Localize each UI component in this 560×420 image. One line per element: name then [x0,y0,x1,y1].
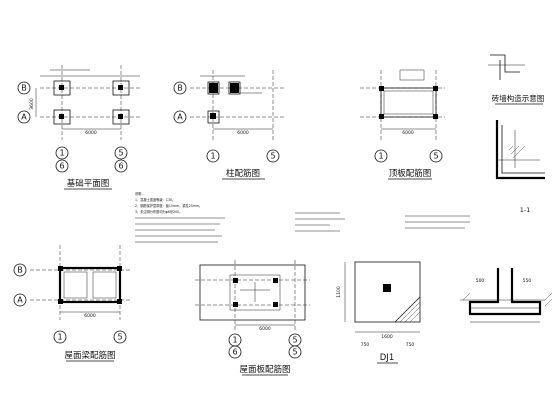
axis-bubble-A-2: A [177,113,183,122]
dim-6000-column: 6000 [237,130,249,136]
axis-bubble-B-5: B [17,266,23,275]
axis-bubble-1: 1 [59,149,64,158]
axis-bubble-1-2: 1 [210,152,215,161]
drawing-roof-beam: 6000 B A 1 5 屋面梁配筋图 [13,245,130,362]
wall-hatch [508,145,526,159]
axis-bubble-B-2: B [177,84,183,93]
axis-bubble-5-6b: 5 [292,348,297,357]
title-column-reinforcement: 柱配筋图 [226,168,260,179]
note-heading: 说明： [135,191,145,196]
axis-bubble-5-2: 5 [270,152,275,161]
dim-3600-foundation: 3600 [29,98,35,110]
dim-6000-foundation: 6000 [85,130,97,136]
dim-750-footing: 750 [361,342,370,348]
axis-bubble-5-5: 5 [117,333,122,342]
title-wall-detail: 砖墙构造示意图 [492,93,545,103]
axis-bubble-1-3: 1 [378,152,383,161]
section-1-1-label: 1-1 [520,206,531,214]
axis-bubble-1-5: 1 [57,333,62,342]
drawing-wall-detail: 砖墙构造示意图 1-1 [488,54,545,214]
note-2: 2、钢筋保护层厚度：板15mm，梁柱25mm。 [135,203,202,208]
axis-bubble-6: 6 [59,162,64,171]
axis-bubble-5-6: 5 [292,336,297,345]
title-foundation-plan: 基础平面图 [67,178,110,189]
title-top-slab: 顶板配筋图 [389,168,432,179]
axis-bubble-A: A [21,113,27,122]
note-1: 1、混凝土强度等级：C30。 [135,197,175,202]
dim-1100-footing: 1100 [336,286,342,298]
dim-1600-footing: 1600 [381,334,393,340]
axis-bubble-5-3: 5 [433,152,438,161]
dim-6000-roof: 6000 [259,326,271,332]
axis-bubble-5: 5 [118,149,123,158]
dim-550-section: 550 [523,278,532,284]
title-DJ1: DJ1 [380,353,394,363]
drawing-top-slab: 6000 1 5 顶板配筋图 [360,69,445,180]
footing-hatch [399,301,421,323]
drawing-roof-slab: 6000 1 6 5 5 屋面板配筋图 [195,260,310,376]
dim-6000-beam: 6000 [84,313,96,319]
dim-6000-slab: 6000 [402,130,414,136]
title-roof-beam: 屋面梁配筋图 [64,350,115,361]
drawing-foundation-plan: 6000 3600 B A 1 6 5 6 基础平面图 [17,65,140,190]
axis-bubble-A-5: A [17,296,23,305]
section-hatch [462,292,553,307]
title-roof-slab: 屋面板配筋图 [239,364,290,375]
axis-bubble-1-6: 1 [232,336,237,345]
drawing-footing-DJ1: 1600 750 750 1100 DJ1 [336,261,421,364]
drawing-footing-section: 500 550 [460,268,553,323]
drawing-column-reinforcement: 6000 B A 1 5 柱配筋图 [173,70,285,180]
dim-500-section: 500 [476,278,485,284]
axis-bubble-B: B [21,84,27,93]
dim-750-footing-b: 750 [406,342,415,348]
note-3: 3、未注明分布筋均为φ6@200。 [135,209,182,214]
axis-bubble-6b: 6 [118,162,123,171]
axis-bubble-6-6: 6 [232,348,237,357]
general-notes: 说明： 1、混凝土强度等级：C30。 2、钢筋保护层厚度：板15mm，梁柱25m… [135,191,470,243]
